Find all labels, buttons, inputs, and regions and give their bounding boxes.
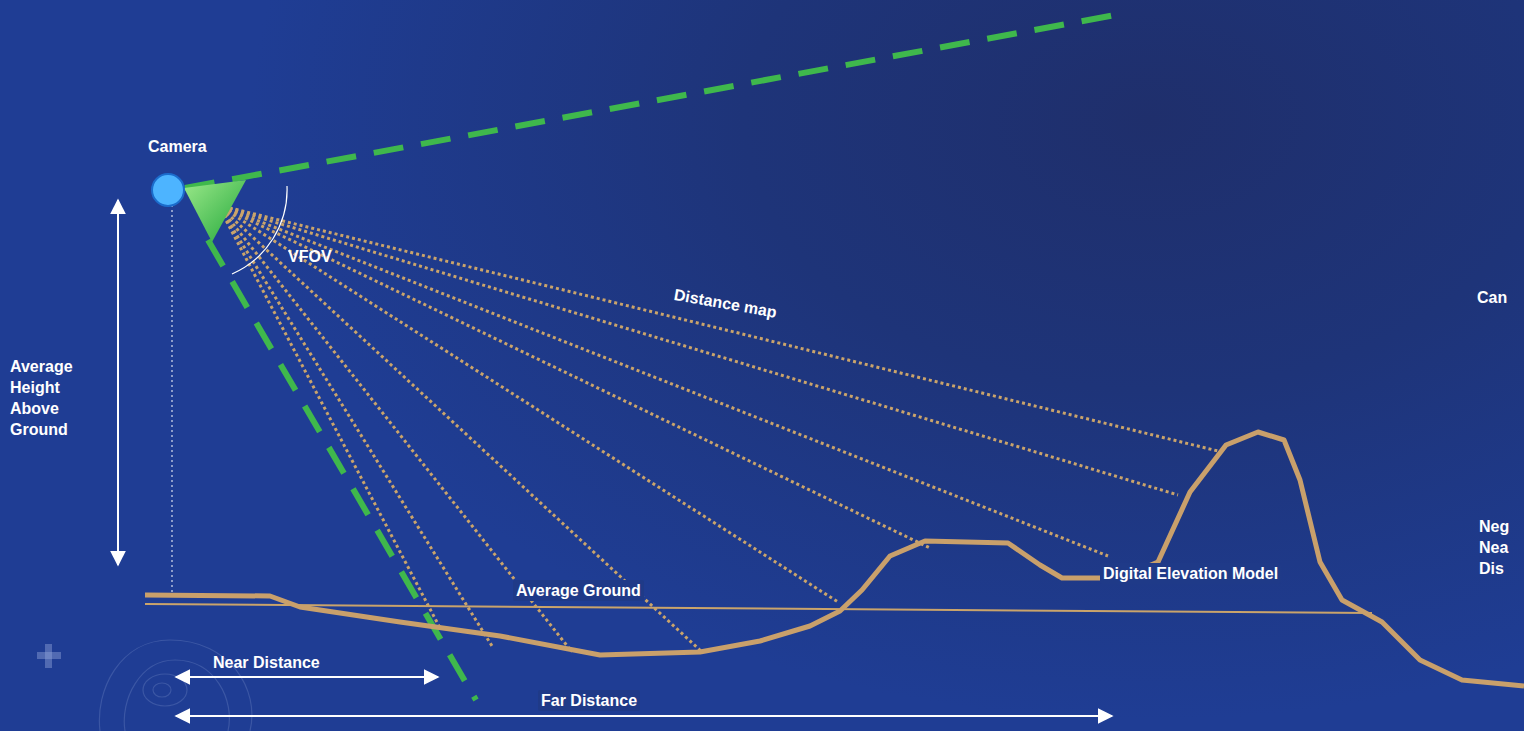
plumb-line: [172, 205, 173, 598]
vfov-arc: [232, 186, 287, 274]
average-ground-label: Average Ground: [513, 580, 644, 601]
camera-symbol: [152, 174, 184, 206]
camera-frustum: [184, 180, 246, 242]
distance-rays: [218, 205, 1222, 652]
height-dimension: [117, 200, 119, 565]
far-distance-label: Far Distance: [538, 690, 640, 711]
cut-off-label: Can: [1477, 287, 1507, 308]
cut-off-label: Neg Nea Dis: [1479, 516, 1519, 579]
height-label: Average Height Above Ground: [10, 356, 110, 440]
camera-label: Camera: [148, 136, 207, 157]
far-dimension: [176, 715, 1112, 717]
distance-map-label: Distance map: [672, 284, 778, 323]
near-dimension: [176, 676, 438, 678]
vfov-label: VFOV: [288, 246, 332, 267]
near-distance-label: Near Distance: [213, 652, 320, 673]
terrain-profile: [145, 432, 1524, 686]
fov-upper-edge: [185, 15, 1115, 188]
topo-contours: [99, 640, 252, 731]
dem-label: Digital Elevation Model: [1100, 563, 1281, 584]
plus-marks: [37, 644, 61, 668]
